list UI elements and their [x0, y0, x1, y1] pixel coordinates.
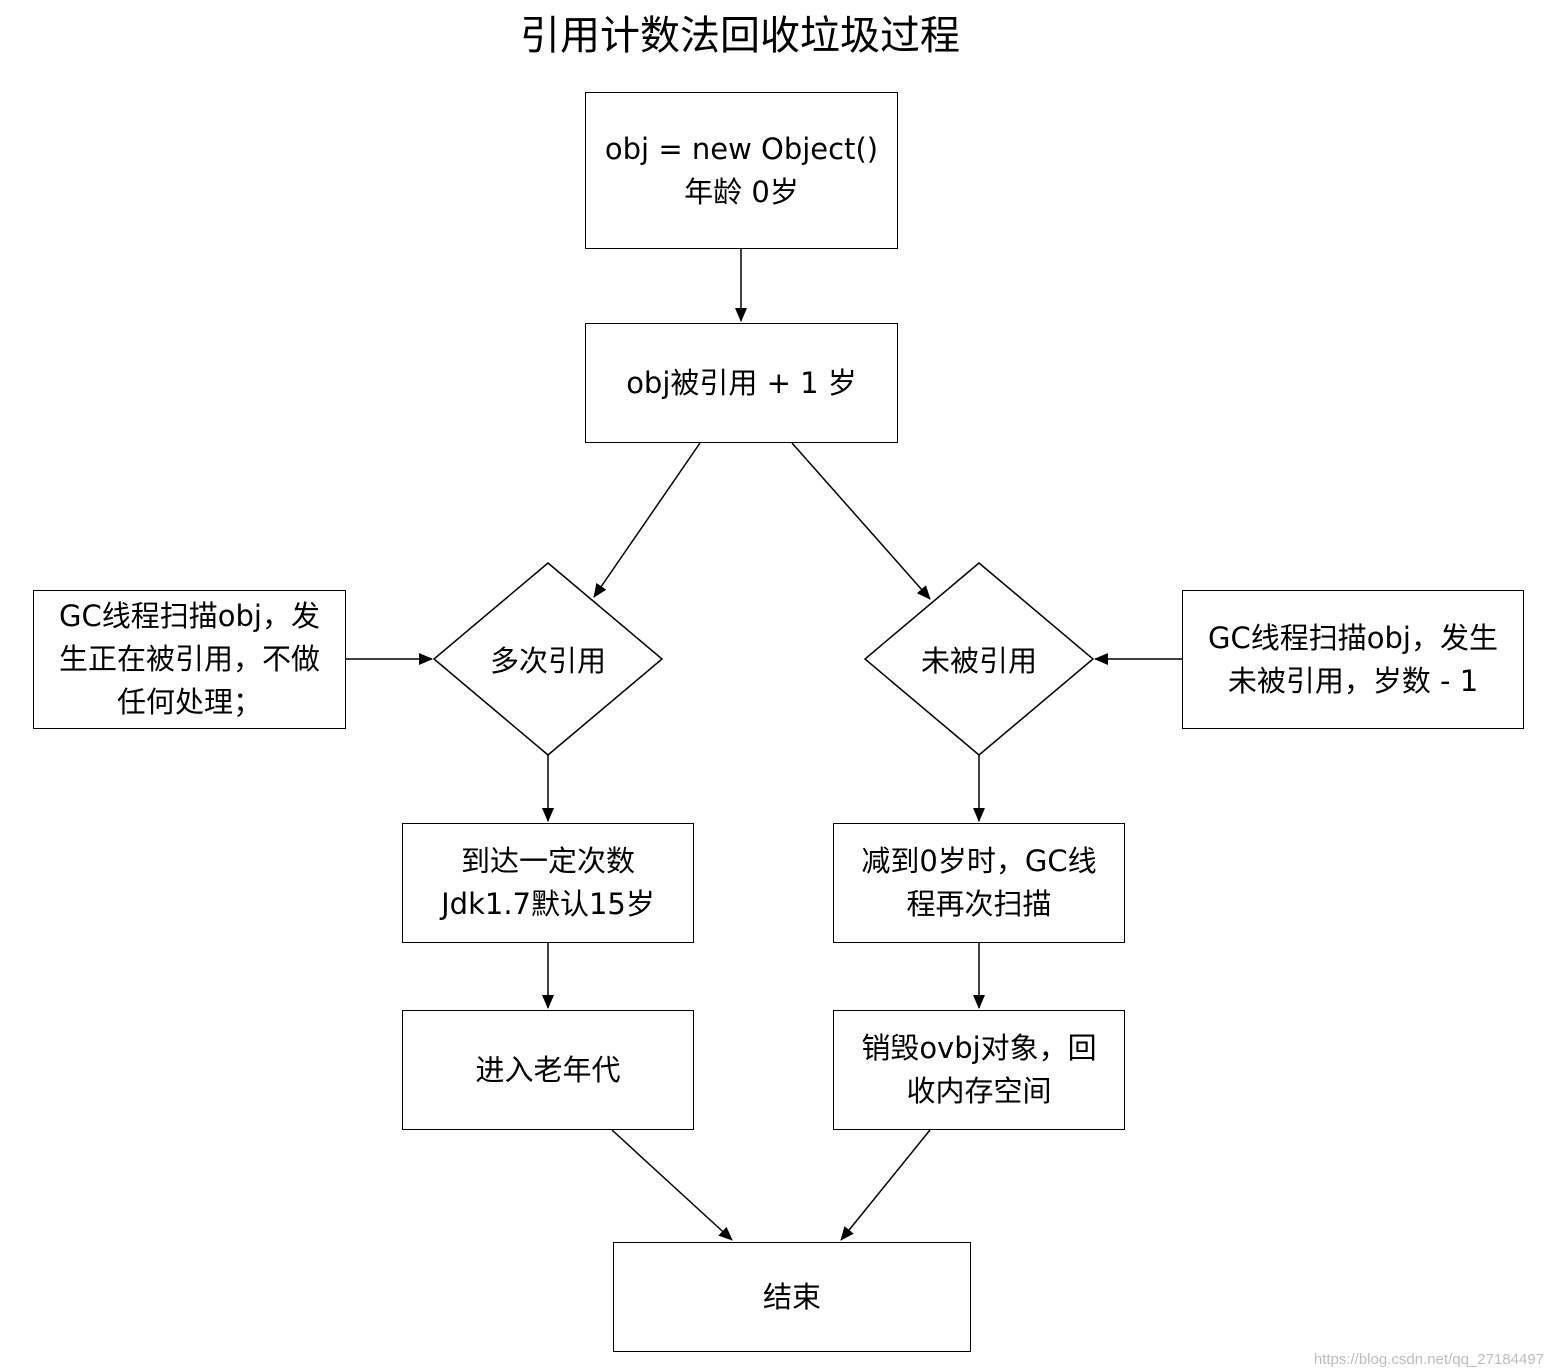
node-end: 结束 [613, 1242, 971, 1352]
node-gc-scan-left-line3: 任何处理； [116, 685, 262, 719]
node-create-object-line1: obj = new Object() [604, 131, 879, 166]
decision-multi-ref-label: 多次引用 [489, 644, 606, 678]
node-gc-scan-right-line2: 未被引用，岁数 - 1 [1227, 663, 1479, 698]
node-reach-count-line1: 到达一定次数 [460, 844, 635, 878]
node-destroy-line2: 收内存空间 [906, 1074, 1052, 1108]
node-gc-scan-left: GC线程扫描obj，发 生正在被引用，不做 任何处理； [33, 590, 346, 729]
node-to-zero-line1: 减到0岁时，GC线 [861, 844, 1097, 878]
node-gc-scan-left-line2: 生正在被引用，不做 [58, 642, 320, 676]
diagram-title: 引用计数法回收垃圾过程 [520, 13, 960, 59]
node-create-object: obj = new Object() 年龄 0岁 [585, 92, 898, 249]
node-gc-scan-right: GC线程扫描obj，发生 未被引用，岁数 - 1 [1182, 590, 1524, 729]
node-reach-count: 到达一定次数 Jdk1.7默认15岁 [402, 823, 694, 943]
edge-ref-plus-to-multi-ref [593, 442, 701, 598]
node-to-zero-line2: 程再次扫描 [906, 887, 1052, 921]
node-ref-plus: obj被引用 + 1 岁 [585, 323, 898, 443]
edge-old-gen-to-end [611, 1129, 733, 1241]
node-gc-scan-right-line1: GC线程扫描obj，发生 [1208, 620, 1498, 655]
edge-ref-plus-to-not-ref [791, 442, 931, 600]
node-old-gen: 进入老年代 [402, 1010, 694, 1130]
node-destroy: 销毁ovbj对象，回 收内存空间 [833, 1010, 1125, 1130]
node-reach-count-line2: Jdk1.7默认15岁 [441, 887, 655, 921]
watermark: https://blog.csdn.net/qq_27184497 [1313, 1351, 1544, 1368]
node-ref-plus-text: obj被引用 + 1 岁 [626, 365, 857, 400]
decision-not-ref-label: 未被引用 [920, 644, 1037, 678]
node-destroy-line1: 销毁ovbj对象，回 [861, 1031, 1097, 1065]
edge-destroy-to-end [840, 1129, 931, 1241]
node-create-object-line2: 年龄 0岁 [684, 174, 799, 209]
node-gc-scan-left-line1: GC线程扫描obj，发 [59, 599, 320, 633]
node-to-zero: 减到0岁时，GC线 程再次扫描 [833, 823, 1125, 943]
node-end-text: 结束 [762, 1279, 821, 1314]
node-old-gen-text: 进入老年代 [475, 1052, 621, 1087]
